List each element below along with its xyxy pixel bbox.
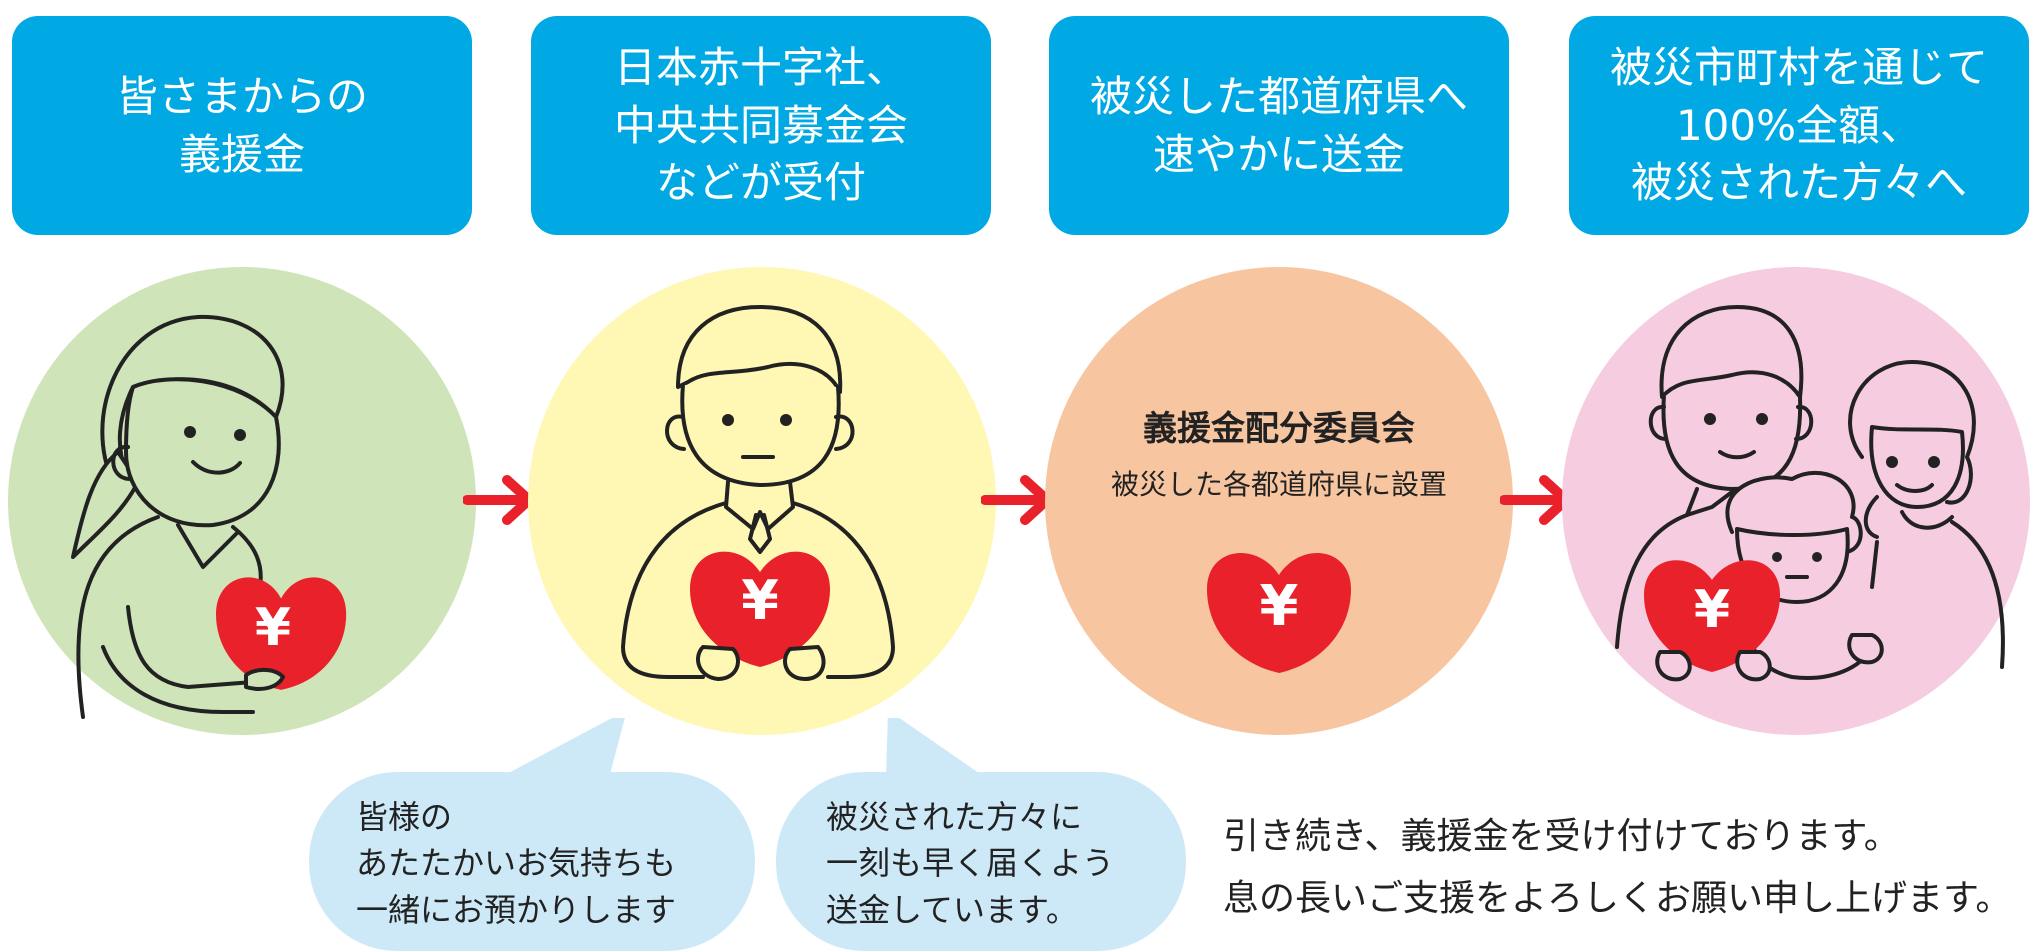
- svg-text:¥: ¥: [741, 569, 779, 632]
- step-4-header-text: 被災市町村を通じて 100%全額、 被災された方々へ: [1609, 42, 1988, 208]
- speech-bubble-1-text: 皆様の あたたかいお気持ちも 一緒にお預かりします: [356, 798, 677, 929]
- svg-text:¥: ¥: [255, 598, 291, 658]
- step-2-header-text: 日本赤十字社、 中央共同募金会 などが受付: [613, 42, 908, 208]
- family-circle: ¥: [1562, 267, 2030, 735]
- family-icon: ¥: [1615, 305, 2005, 682]
- committee-subtitle: 被災した各都道府県に設置: [1110, 468, 1447, 501]
- svg-text:¥: ¥: [1260, 574, 1299, 639]
- speech-bubble-2-text: 被災された方々に 一刻も早く届くよう 送金しています。: [826, 798, 1115, 929]
- step-1-header-text: 皆さまからの 義援金: [115, 71, 368, 179]
- receiver-circle: ¥: [528, 267, 996, 735]
- step-2-header: 日本赤十字社、 中央共同募金会 などが受付: [531, 16, 991, 235]
- donor-circle: ¥: [8, 267, 476, 735]
- step-4-header: 被災市町村を通じて 100%全額、 被災された方々へ: [1569, 16, 2029, 235]
- receiver-icon: ¥: [621, 305, 895, 681]
- step-1-header: 皆さまからの 義援金: [12, 16, 472, 235]
- heart-yen-icon: ¥: [1644, 560, 1780, 672]
- svg-text:¥: ¥: [1694, 580, 1730, 640]
- step-3-header-text: 被災した都道府県へ 速やかに送金: [1089, 71, 1468, 179]
- closing-message: 引き続き、義援金を受け付けております。 息の長いご支援をよろしくお願い申し上げま…: [1223, 816, 2012, 919]
- committee-title: 義援金配分委員会: [1143, 409, 1415, 449]
- heart-yen-icon: ¥: [690, 551, 830, 667]
- committee-circle: 義援金配分委員会 被災した各都道府県に設置 ¥: [1045, 267, 1513, 735]
- donor-icon: ¥: [71, 314, 347, 719]
- heart-yen-icon: ¥: [215, 577, 347, 690]
- speech-bubble-1: [309, 718, 755, 951]
- heart-yen-icon: ¥: [1207, 553, 1351, 673]
- step-3-header: 被災した都道府県へ 速やかに送金: [1049, 16, 1509, 235]
- speech-bubble-2: [776, 718, 1186, 951]
